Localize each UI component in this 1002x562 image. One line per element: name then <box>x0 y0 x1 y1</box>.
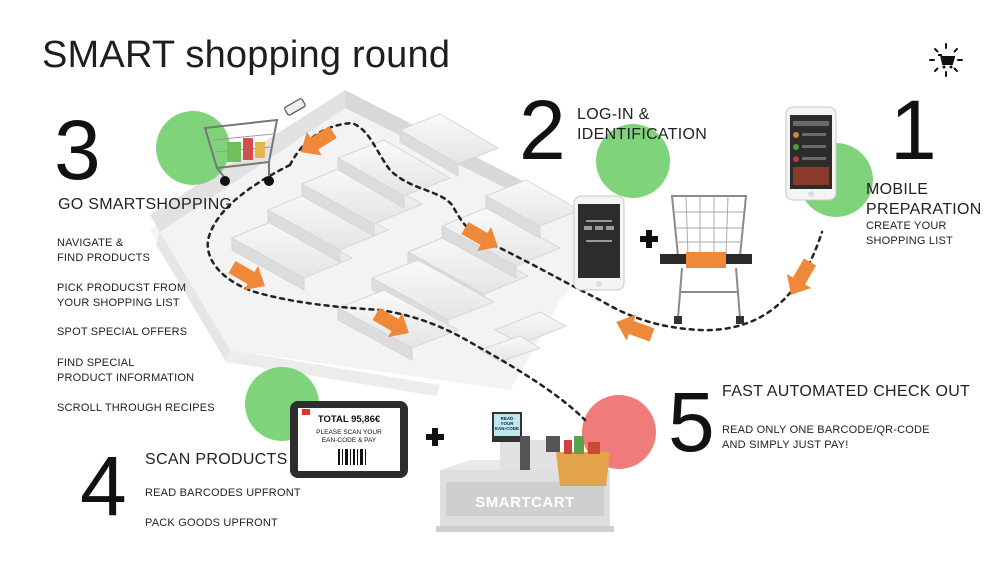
cart-sparkle-icon <box>929 43 963 77</box>
step-5-number: 5 <box>668 375 715 469</box>
page-title: SMART shopping round <box>42 34 451 76</box>
step-4-number: 4 <box>80 439 127 533</box>
step-3-item-navigate: NAVIGATE & FIND PRODUCTS <box>57 236 150 266</box>
sub-line: AND SIMPLY JUST PAY! <box>722 439 849 451</box>
circle-red <box>582 395 656 469</box>
phone-login <box>573 195 625 291</box>
smart-cart-illustration <box>660 195 752 324</box>
item-line: NAVIGATE & <box>57 237 124 249</box>
item-line: YOUR SHOPPING LIST <box>57 297 180 309</box>
orange-arrow-icon <box>778 255 823 302</box>
step-1-subtitle: CREATE YOUR SHOPPING LIST <box>866 219 953 249</box>
step-2-heading: LOG-IN & IDENTIFICATION <box>577 105 707 145</box>
kiosk-screen-text: READ YOUR EAN-CODE <box>494 416 520 431</box>
item-line: PRODUCT INFORMATION <box>57 372 195 384</box>
store-front-wall <box>226 350 440 396</box>
phone-icon-small <box>284 98 306 116</box>
store-floor <box>150 95 620 390</box>
route-path <box>206 163 587 422</box>
tablet-msg-line: PLEASE SCAN YOUR <box>316 429 382 436</box>
plus-icon <box>640 230 658 248</box>
step-3-number: 3 <box>54 103 101 197</box>
checkout-kiosk <box>436 412 614 532</box>
phone-shopping-list <box>785 106 837 201</box>
sub-line: SHOPPING LIST <box>866 235 953 247</box>
step-2-number: 2 <box>519 83 566 177</box>
kiosk-screen-line: EAN-CODE <box>494 426 519 431</box>
item-line: PICK PRODUCST FROM <box>57 282 187 294</box>
tablet-total <box>290 401 408 478</box>
step-3-item-offers: SPOT SPECIAL OFFERS <box>57 325 187 340</box>
item-line: SPOT SPECIAL OFFERS <box>57 326 188 338</box>
heading-line: IDENTIFICATION <box>577 126 708 143</box>
step-1-heading: MOBILE PREPARATION <box>866 180 982 220</box>
store-front-wall <box>156 232 230 362</box>
tablet-message: PLEASE SCAN YOUR EAN-CODE & PAY <box>298 429 400 445</box>
item-line: FIND SPECIAL <box>57 357 135 369</box>
plus-icon <box>426 428 444 446</box>
step-5-subtitle: READ ONLY ONE BARCODE/QR-CODE AND SIMPLY… <box>722 423 930 453</box>
step-5-heading: FAST AUTOMATED CHECK OUT <box>722 383 971 400</box>
shelves <box>230 113 582 363</box>
cart-illustration-small <box>203 118 279 186</box>
heading-line: MOBILE <box>866 181 929 198</box>
heading-line: PREPARATION <box>866 201 982 218</box>
step-4-item: PACK GOODS UPFRONT <box>145 517 278 529</box>
step-3-item-info: FIND SPECIAL PRODUCT INFORMATION <box>57 356 194 386</box>
orange-arrow-icon <box>611 308 657 349</box>
circle-green <box>156 111 230 185</box>
step-3-item-pick: PICK PRODUCST FROM YOUR SHOPPING LIST <box>57 281 186 311</box>
tablet-msg-line: EAN-CODE & PAY <box>321 437 377 444</box>
sub-line: CREATE YOUR <box>866 220 947 232</box>
item-line: FIND PRODUCTS <box>57 252 151 264</box>
kiosk-brand: SMARTCART <box>475 494 575 511</box>
circle-green <box>596 124 670 198</box>
kiosk-screen-line: READ YOUR <box>500 416 514 426</box>
step-4-heading: SCAN PRODUCTS <box>145 451 288 468</box>
store-wall <box>150 90 345 232</box>
tablet-total-text: TOTAL 95,86€ <box>317 414 381 425</box>
step-3-item-recipes: SCROLL THROUGH RECIPES <box>57 401 215 416</box>
item-line: SCROLL THROUGH RECIPES <box>57 402 215 414</box>
step-3-heading: GO SMARTSHOPPING <box>58 196 233 213</box>
heading-line: LOG-IN & <box>577 106 650 123</box>
step-4-item: READ BARCODES UPFRONT <box>145 487 301 499</box>
step-1-number: 1 <box>890 83 937 177</box>
sub-line: READ ONLY ONE BARCODE/QR-CODE <box>722 424 930 436</box>
